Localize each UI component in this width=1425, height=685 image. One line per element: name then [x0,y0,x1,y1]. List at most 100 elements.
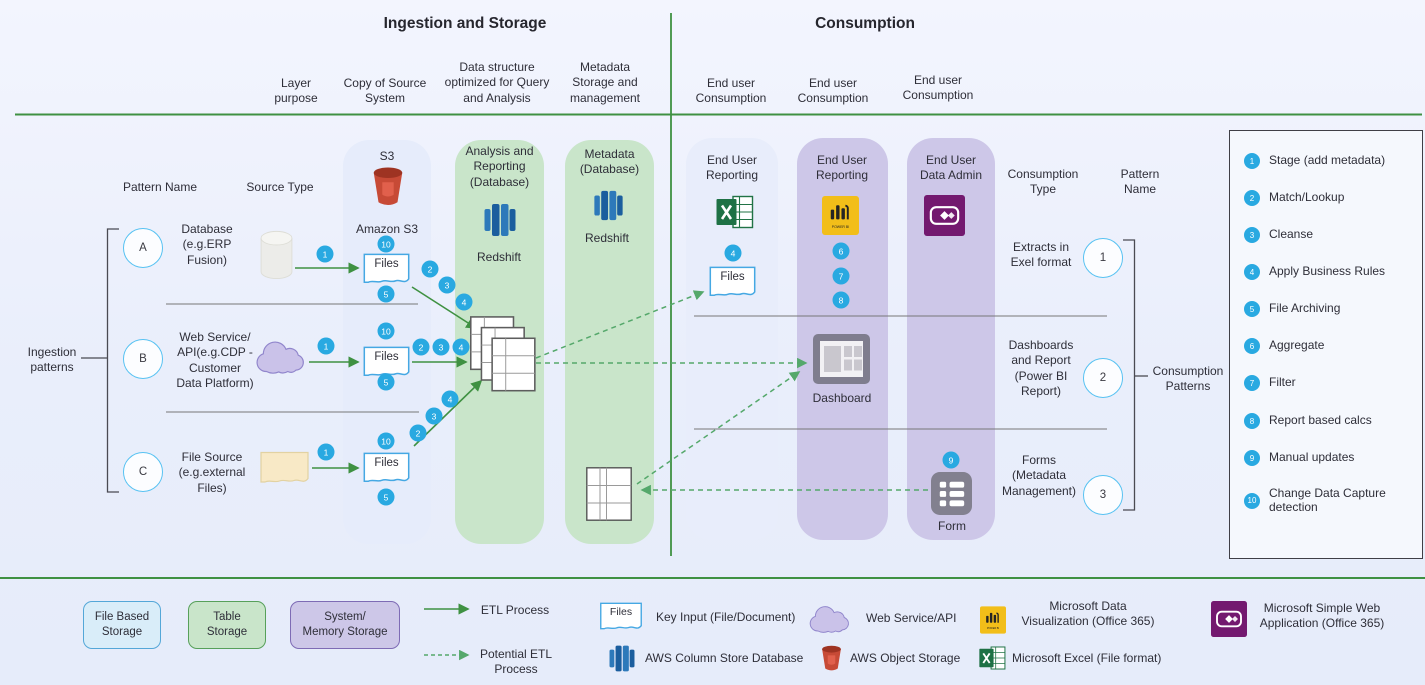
ingestion-section-title: Ingestion and Storage [383,15,547,32]
pattern-name-header-right: Pattern Name [1120,167,1160,197]
header-end-user-consumption-1: End user Consumption [695,76,767,106]
files-label: Files [720,271,745,283]
process-badge: 1 [316,245,334,263]
process-badge: 10 [377,235,395,253]
legend-item-label: Stage (add metadata) [1269,153,1386,168]
legend-item-badge: 10 [1244,492,1260,509]
process-badge: 10 [377,322,395,340]
legend-item: 7 Filter [1244,375,1296,391]
s3-column-title: S3 [379,149,395,163]
amazon-s3-icon [369,166,407,208]
consumption-patterns-label: Consumption Patterns [1152,364,1224,394]
memory-storage-key: System/ Memory Storage [290,601,400,649]
legend-item-label: Change Data Capture detection [1269,486,1386,514]
legend-item-label: File Archiving [1269,301,1341,316]
power-bi-icon [822,196,859,235]
legend-item-badge: 7 [1244,375,1260,391]
header-layer-purpose: Layer purpose [274,76,318,106]
redshift-label: Redshift [584,231,630,245]
process-badge: 8 [832,291,850,309]
end-user-data-admin-title: End User Data Admin [919,153,983,183]
process-badge: 2 [409,424,427,442]
files-document-a: Files [362,253,411,287]
pattern-circle-1: 1 [1083,238,1123,278]
legend-etl-arrows [424,603,470,661]
process-badge: 6 [832,242,850,260]
form-icon [931,472,972,515]
legend-item-badge: 4 [1244,264,1260,280]
files-label: Files [609,606,633,618]
end-user-reporting-powerbi-title: End User Reporting [815,153,869,183]
metadata-table-icon [586,467,632,521]
header-end-user-consumption-3: End user Consumption [902,73,974,103]
consumption-type-extracts: Extracts in Exel format [1010,240,1072,270]
metadata-column-title: Metadata (Database) [579,147,640,177]
row-separators [166,303,1107,430]
file-source-document-icon [258,451,311,487]
brackets [81,228,1148,511]
source-label-webservice: Web Service/ API(e.g.CDP - Customer Data… [176,330,254,391]
ingestion-patterns-label: Ingestion patterns [27,345,77,375]
file-based-storage-key: File Based Storage [83,601,161,649]
consumption-type-dashboards: Dashboards and Report (Power BI Report) [1008,338,1074,399]
key-input-label: Key Input (File/Document) [656,610,796,624]
process-badge: 4 [452,338,470,356]
consumption-section-title: Consumption [815,15,915,32]
files-label: Files [374,457,399,469]
legend-item-label: Aggregate [1269,338,1325,353]
process-badge: 9 [942,451,960,469]
header-metadata-storage: Metadata Storage and management [569,60,641,105]
pattern-circle-c: C [123,452,163,492]
legend-item-badge: 3 [1244,227,1260,243]
process-badge: 2 [421,260,439,278]
consumption-type-forms: Forms (Metadata Management) [1001,453,1077,498]
files-document-consumption: Files [708,266,757,300]
legend-item-label: Cleanse [1269,227,1314,242]
process-badge: 3 [438,276,456,294]
aws-object-storage-label: AWS Object Storage [850,651,961,665]
legend-item: 1 Stage (add metadata) [1244,153,1385,169]
ms-data-visualization-label: Microsoft Data Visualization (Office 365… [1021,599,1155,629]
legend-item-label: Apply Business Rules [1269,264,1386,279]
legend-item-badge: 8 [1244,413,1260,429]
power-bi-icon [980,606,1006,634]
files-label: Files [374,351,399,363]
legend-item-badge: 2 [1244,190,1260,206]
files-key-icon: Files [598,602,644,633]
process-badge: 2 [412,338,430,356]
ms-simple-web-application-label: Microsoft Simple Web Application (Office… [1259,601,1385,631]
database-cylinder-icon [258,230,295,279]
pattern-circle-3: 3 [1083,475,1123,515]
process-badge: 10 [377,432,395,450]
dashboard-label: Dashboard [812,391,872,405]
legend-item-badge: 9 [1244,450,1260,466]
legend-item-label: Match/Lookup [1269,190,1345,205]
legend-item-badge: 1 [1244,153,1260,169]
legend-item: 2 Match/Lookup [1244,190,1344,206]
analysis-column-title: Analysis and Reporting (Database) [465,144,534,189]
potential-etl-process-label: Potential ETL Process [479,647,553,677]
files-document-b: Files [362,346,411,380]
process-badge: 7 [832,267,850,285]
excel-icon [716,195,754,229]
process-badge: 5 [377,373,395,391]
web-service-cloud-icon [806,600,854,638]
web-service-cloud-icon [252,334,310,380]
files-document-c: Files [362,452,411,486]
pattern-circle-2: 2 [1083,358,1123,398]
amazon-s3-label: Amazon S3 [355,222,419,236]
source-label-database: Database (e.g.ERP Fusion) [181,222,233,267]
redshift-icon [483,202,517,238]
process-badge: 3 [425,407,443,425]
process-badge: 4 [724,244,742,262]
legend-item-label: Manual updates [1269,450,1355,465]
legend-item-label: Filter [1269,375,1296,390]
end-user-reporting-excel-title: End User Reporting [705,153,759,183]
header-data-structure: Data structure optimized for Query and A… [444,60,550,105]
process-badge: 4 [455,293,473,311]
section-dividers [0,13,1425,579]
process-badge: 5 [377,285,395,303]
